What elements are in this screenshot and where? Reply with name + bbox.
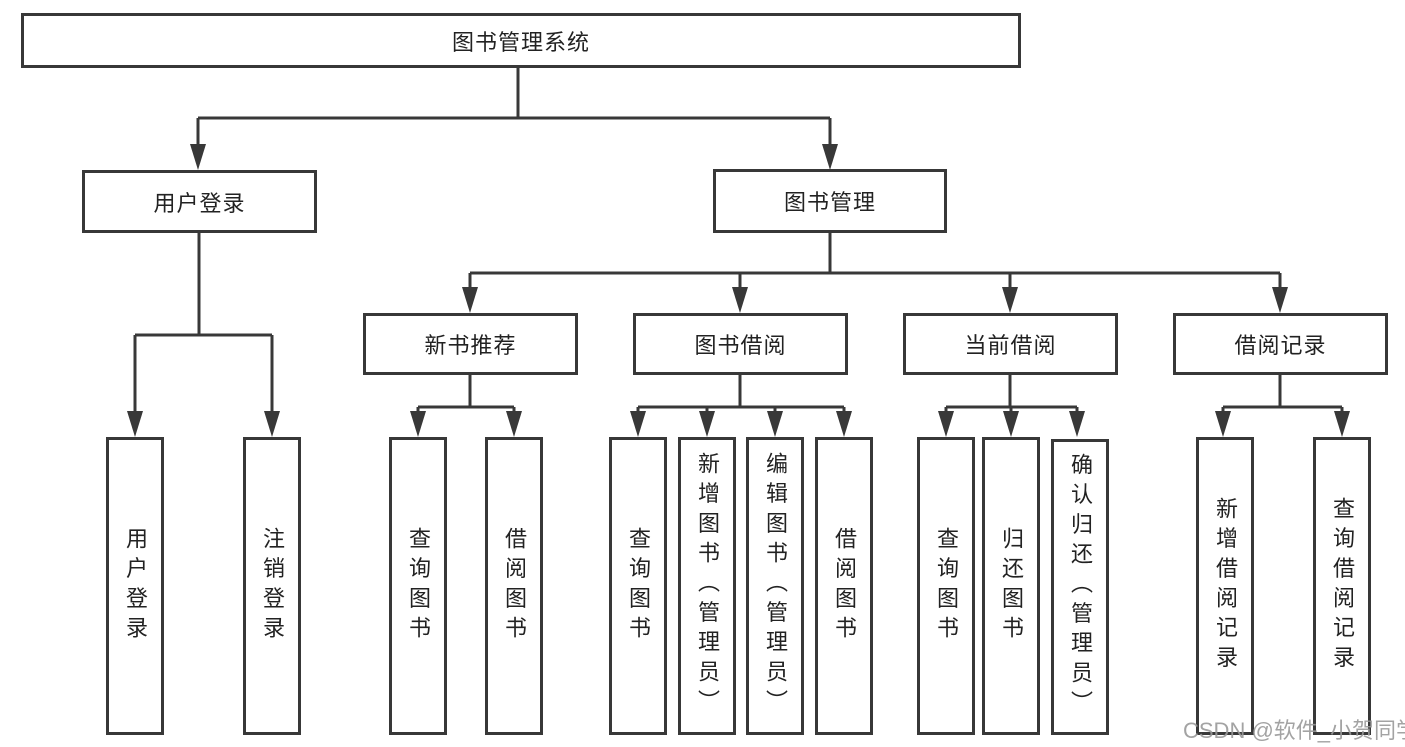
leaf-label: 归还图书 (999, 526, 1024, 646)
leaf-query-books-recommend: 查询图书 (389, 437, 447, 735)
leaf-borrow-books: 借阅图书 (815, 437, 873, 735)
node-label: 图书管理系统 (451, 29, 590, 55)
node-library-management-system: 图书管理系统 (21, 13, 1021, 68)
node-borrowing-records: 借阅记录 (1173, 313, 1388, 375)
node-book-management: 图书管理 (713, 169, 947, 233)
leaf-label: 新增图书（管理员） (695, 452, 720, 720)
leaf-query-books-current: 查询图书 (917, 437, 975, 735)
node-label: 图书借阅 (694, 333, 787, 358)
node-book-borrowing: 图书借阅 (633, 313, 848, 375)
leaf-logout: 注销登录 (243, 437, 301, 735)
leaf-user-login: 用户登录 (106, 437, 164, 735)
leaf-label: 注销登录 (260, 526, 285, 646)
node-label: 用户登录 (153, 190, 246, 216)
leaf-borrow-books-recommend: 借阅图书 (485, 437, 543, 735)
leaf-return-books: 归还图书 (982, 437, 1040, 735)
leaf-label: 借阅图书 (502, 526, 527, 646)
node-user-login: 用户登录 (82, 170, 317, 233)
node-label: 当前借阅 (964, 333, 1057, 358)
leaf-add-borrow-record: 新增借阅记录 (1196, 437, 1254, 735)
node-label: 图书管理 (783, 190, 876, 215)
leaf-label: 借阅图书 (832, 526, 857, 646)
leaf-confirm-return-admin: 确认归还（管理员） (1051, 439, 1109, 735)
leaf-label: 用户登录 (123, 526, 148, 646)
leaf-label: 确认归还（管理员） (1068, 453, 1093, 721)
leaf-query-books-borrowing: 查询图书 (609, 437, 667, 735)
node-label: 新书推荐 (424, 333, 517, 358)
leaf-label: 查询图书 (406, 526, 431, 646)
leaf-label: 编辑图书（管理员） (763, 452, 788, 720)
node-label: 借阅记录 (1234, 333, 1327, 358)
leaf-label: 查询图书 (626, 526, 651, 646)
leaf-edit-books-admin: 编辑图书（管理员） (746, 437, 804, 735)
leaf-add-books-admin: 新增图书（管理员） (678, 437, 736, 735)
node-current-borrowing: 当前借阅 (903, 313, 1118, 375)
leaf-label: 新增借阅记录 (1213, 496, 1238, 676)
leaf-query-borrow-record: 查询借阅记录 (1313, 437, 1371, 735)
node-new-book-recommendation: 新书推荐 (363, 313, 578, 375)
leaf-label: 查询图书 (934, 526, 959, 646)
leaf-label: 查询借阅记录 (1330, 496, 1355, 676)
watermark: CSDN @软件_小贺同学 (1183, 718, 1405, 743)
